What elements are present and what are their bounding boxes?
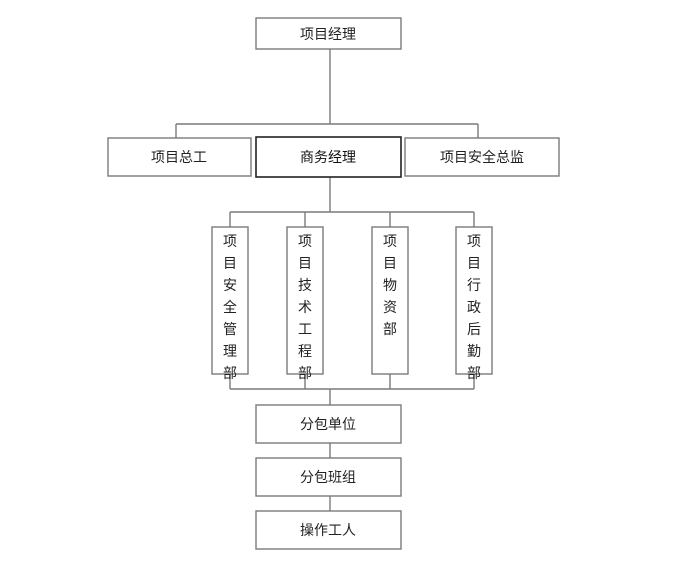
department-label: 项目行政后勤部	[467, 234, 481, 382]
department-node-materials: 项目物资部	[371, 226, 409, 375]
subcontract-team-label: 分包班组	[300, 470, 356, 486]
department-label: 项目技术工程部	[298, 234, 312, 382]
subcontractor-node: 分包单位	[255, 404, 402, 444]
workers-label: 操作工人	[300, 523, 356, 539]
department-node-technical: 项目技术工程部	[286, 226, 324, 382]
department-label: 项目物资部	[383, 234, 397, 338]
workers-node: 操作工人	[255, 510, 402, 550]
project-manager-node: 项目经理	[255, 17, 402, 50]
safety-director-label: 项目安全总监	[440, 149, 524, 166]
safety-director-node: 项目安全总监	[404, 137, 560, 177]
department-node-admin: 项目行政后勤部	[455, 226, 493, 382]
connector-lines	[175, 49, 479, 511]
chief-engineer-node: 项目总工	[107, 137, 252, 177]
department-label: 项目安全管理部	[223, 234, 237, 382]
subcontractor-label: 分包单位	[300, 417, 356, 433]
subcontract-team-node: 分包班组	[255, 457, 402, 497]
business-manager-label: 商务经理	[300, 150, 356, 166]
department-node-safety: 项目安全管理部	[211, 226, 249, 382]
chief-engineer-label: 项目总工	[151, 150, 207, 166]
business-manager-node: 商务经理	[255, 136, 402, 178]
project-manager-label: 项目经理	[300, 27, 356, 43]
